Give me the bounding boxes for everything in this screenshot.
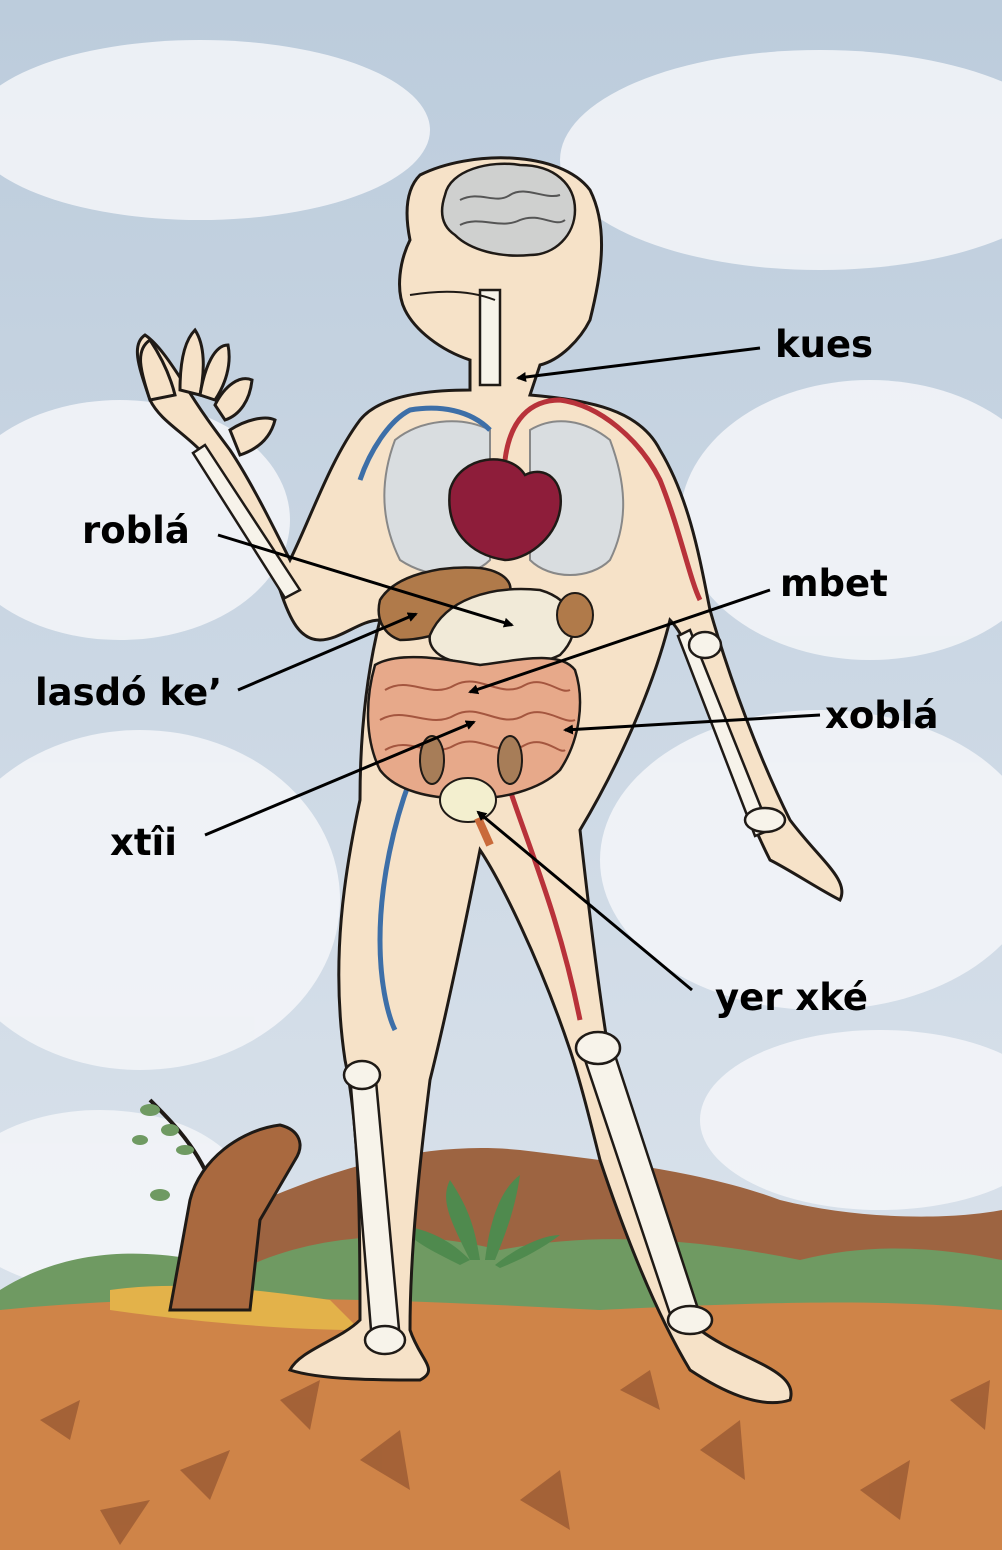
bladder — [440, 778, 496, 822]
label-kues: kues — [775, 323, 873, 366]
right-kidney — [498, 736, 522, 784]
label-yer-xke: yer xké — [715, 976, 868, 1019]
label-robla: roblá — [82, 509, 190, 552]
ground — [0, 1298, 1002, 1550]
label-lasdo-ke: lasdó ke’ — [35, 671, 222, 714]
brain — [442, 164, 575, 256]
intestines — [368, 657, 580, 798]
spleen — [557, 593, 593, 637]
label-xtii: xtîi — [110, 821, 177, 864]
neck-vertebrae — [480, 290, 500, 385]
label-xobla: xoblá — [825, 694, 938, 737]
label-mbet: mbet — [780, 562, 888, 605]
